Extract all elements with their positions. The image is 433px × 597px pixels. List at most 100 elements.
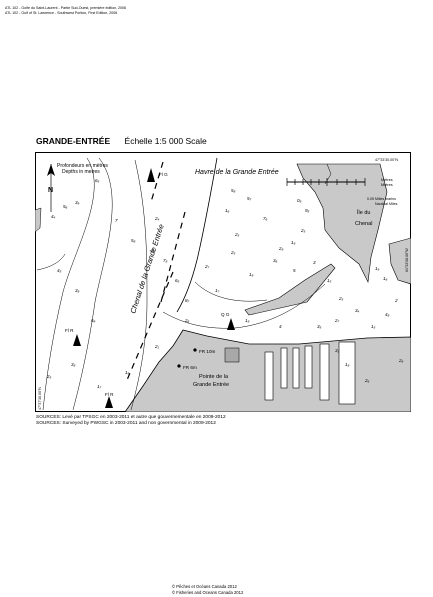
north-label: N	[48, 187, 53, 194]
depth-sounding: 1₈	[291, 240, 296, 245]
coord-top-right: 47°33'30.00"N	[375, 158, 398, 162]
depth-sounding: 3₅	[317, 324, 322, 329]
depth-sounding: 1₇	[215, 288, 220, 293]
ile-label-1: Île du	[356, 209, 370, 216]
depth-sounding: 6₅	[95, 178, 100, 183]
pointe-label-2: Grande Entrée	[193, 382, 229, 388]
east-shore-land	[388, 237, 411, 285]
copyright-en: © Fisheries and Oceans Canada 2012	[172, 590, 244, 595]
light-icon	[227, 318, 235, 330]
channel-edge	[176, 157, 218, 313]
depth-sounding: 3₉	[75, 200, 80, 205]
depth-sounding: 1₅	[371, 324, 376, 329]
depth-contours	[36, 157, 332, 411]
depth-sounding: 1₅	[327, 278, 332, 283]
depth-note-fr: Profondeurs en mètres	[57, 163, 108, 169]
light-label: FR 10m	[199, 349, 216, 354]
depth-sounding: 4₈	[385, 312, 390, 317]
depth-sounding: 6₆	[151, 248, 156, 253]
depth-sounding: 1₉	[249, 272, 254, 277]
harbour-wharves	[264, 341, 356, 405]
depth-sounding: 1₆	[225, 208, 230, 213]
depth-sounding: 1₉	[375, 266, 380, 271]
depth-sounding: 1₈	[345, 362, 350, 367]
sand-spit	[244, 263, 336, 316]
depth-sounding: 5₆	[63, 204, 68, 209]
light-icon	[177, 364, 181, 368]
havre-label: Havre de la Grande Entrée	[195, 169, 279, 176]
depth-sounding: 1₉	[125, 370, 130, 375]
depth-sounding: 2₁	[154, 344, 160, 349]
depth-sounding: 2₃	[338, 296, 344, 301]
depth-sounding: 3₄	[355, 308, 360, 313]
header-line-en: ATL 102 - Gulf of St. Lawrence - Southwe…	[5, 11, 118, 15]
light-icon	[105, 396, 113, 408]
depth-sounding: 2₅	[230, 250, 236, 255]
light-label: Fl G	[159, 172, 168, 177]
coord-bottom-left: 47°37'30.00"N	[38, 387, 42, 410]
chart-title: GRANDE-ENTRÉE	[36, 136, 111, 146]
depth-sounding: 2₇	[204, 264, 210, 269]
depth-sounding: 9₅	[305, 208, 310, 213]
depth-sounding: 5	[293, 268, 296, 273]
depth-sounding: 6₅	[175, 278, 180, 283]
depth-sounding: 4₄	[51, 214, 56, 219]
depth-sounding: 1₇	[97, 384, 102, 389]
depth-sounding: 4	[279, 324, 282, 329]
depth-sounding: 7₆	[263, 216, 268, 221]
light-icon	[193, 348, 197, 352]
coord-right: 61°33'08.00"W	[405, 248, 409, 272]
sources-fr: SOURCES: Levé par TPSGC en 2003-2011 et …	[36, 415, 226, 420]
depth-sounding: 2₈	[278, 246, 284, 251]
scale-units-en: Metres	[381, 183, 393, 187]
ile-label-2: Chenal	[355, 221, 372, 227]
depth-sounding: 7₈	[163, 258, 168, 263]
sources-en: SOURCES: Surveyed by PWGSC in 2003-2011 …	[36, 421, 216, 426]
depth-sounding: 3	[313, 260, 316, 265]
depth-soundings: 4₄ 5₆ 3₉ 4₅ 3₈ 6₉ 6₅ 7 5₈ 6₆ 7₈ 6₅ 8₇ 2₆ 2₅ 3₈ 1₇ 1₉ 2₁ 1₆ 2…	[46, 178, 404, 389]
copyright-fr: © Pêches et Océans Canada 2012	[172, 584, 237, 589]
depth-sounding: 3₃	[335, 348, 340, 353]
navigation-lights: Fl G Fl R FR 10m FR 6m Q G Fl R	[65, 168, 235, 408]
depth-sounding: 2₆	[364, 378, 370, 383]
depth-sounding: 8₇	[185, 298, 190, 303]
depth-sounding: 2₃	[234, 232, 240, 237]
depth-sounding: 2	[394, 298, 398, 303]
depth-sounding: 2₄	[154, 216, 160, 221]
light-icon	[147, 168, 155, 182]
depth-sounding: 1₈	[245, 318, 250, 323]
depth-sounding: 3₈	[75, 288, 80, 293]
light-label: Q G	[221, 312, 230, 317]
north-arrow-icon	[47, 164, 55, 176]
building	[224, 347, 240, 363]
depth-sounding: 2₅	[46, 374, 52, 379]
scale-miles: 0.05 Milles marins	[367, 197, 396, 201]
ile-du-chenal-land	[296, 163, 388, 284]
light-label: Fl R	[65, 328, 74, 333]
depth-sounding: 5₇	[247, 196, 252, 201]
west-islet	[35, 207, 42, 233]
scale-miles-en: Nautical Miles	[375, 202, 398, 206]
depth-sounding: 3₈	[71, 362, 76, 367]
depth-sounding: 5₈	[231, 188, 236, 193]
light-label: FR 6m	[183, 365, 197, 370]
depth-sounding: 6₉	[91, 318, 96, 323]
chart-title-row: GRANDE-ENTRÉE Échelle 1:5 000 Scale	[36, 136, 207, 146]
depth-sounding: 2₆	[184, 318, 190, 323]
scale-units-fr: Mètres	[381, 178, 393, 182]
depth-sounding: 5₈	[131, 238, 136, 243]
chart-scale: Échelle 1:5 000 Scale	[124, 136, 207, 146]
light-icon	[73, 334, 81, 346]
depth-sounding: 2₆	[398, 358, 404, 363]
depth-sounding: 3₆	[273, 258, 278, 263]
pointe-label-1: Pointe de la	[199, 374, 229, 380]
depth-sounding: 7	[115, 218, 118, 223]
scale-bar: Mètres Metres 0.05 Milles marins Nautica…	[286, 178, 398, 206]
depth-note-en: Depths in metres	[62, 169, 100, 175]
channel-limit-lines	[126, 161, 186, 381]
depth-sounding: 2₇	[334, 318, 340, 323]
header-line-fr: ATL 102 - Golfe du Saint-Laurent - Parti…	[5, 6, 127, 10]
light-label: Fl R	[105, 392, 114, 397]
depth-sounding: 0₈	[297, 198, 302, 203]
depth-sounding: 4₅	[57, 268, 62, 273]
